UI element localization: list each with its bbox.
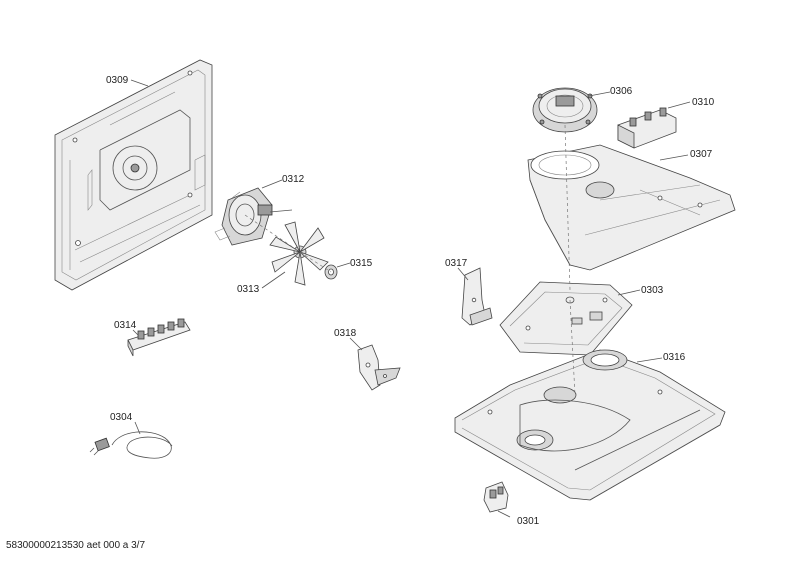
label-0303: 0303 [641,285,664,296]
assembly-axis-4 [299,251,332,273]
part-0306-heater-ring [532,87,598,133]
label-0307: 0307 [690,149,713,160]
leader-0313 [261,271,286,289]
label-0317: 0317 [445,258,468,269]
leader-0309 [130,79,149,87]
label-0314: 0314 [114,320,137,331]
drawing-reference-footer: 58300000213530 aet 000 a 3/7 [6,540,146,551]
part-0307-fan-housing [527,144,736,271]
part-0309-rear-panel [54,59,213,291]
leader-0304 [134,421,141,435]
part-0314-terminal-block [127,318,191,357]
part-0310-switch [617,107,677,149]
leader-0310 [667,101,691,109]
part-0316-base-tray [454,349,726,501]
leader-0303 [617,289,641,296]
leader-0315 [336,262,351,268]
leader-0314 [132,329,139,336]
leader-0316 [636,357,663,363]
label-0316: 0316 [663,352,686,363]
part-0304-power-cord [89,431,173,459]
label-0304: 0304 [110,412,133,423]
part-0313-fan-impeller [269,221,329,286]
label-0306: 0306 [610,86,633,97]
label-0310: 0310 [692,97,715,108]
label-0312: 0312 [282,174,305,185]
label-0309: 0309 [106,75,129,86]
label-0313: 0313 [237,284,260,295]
leader-0312 [261,179,283,189]
part-0317-side-bracket [461,267,493,326]
leader-0317 [457,267,469,281]
part-0303-cover-plate [499,281,633,356]
label-0318: 0318 [334,328,357,339]
assembly-axis-3 [244,214,301,253]
part-0318-bracket [357,344,401,391]
leader-0307 [659,154,689,161]
leader-0318 [349,337,363,351]
assembly-axis-2 [569,299,576,396]
leader-0301 [497,510,511,518]
part-0312-fan-motor [214,187,293,246]
leader-0306 [588,91,611,97]
label-0315: 0315 [350,258,373,269]
part-0301-clip [483,481,509,513]
label-0301: 0301 [517,516,540,527]
